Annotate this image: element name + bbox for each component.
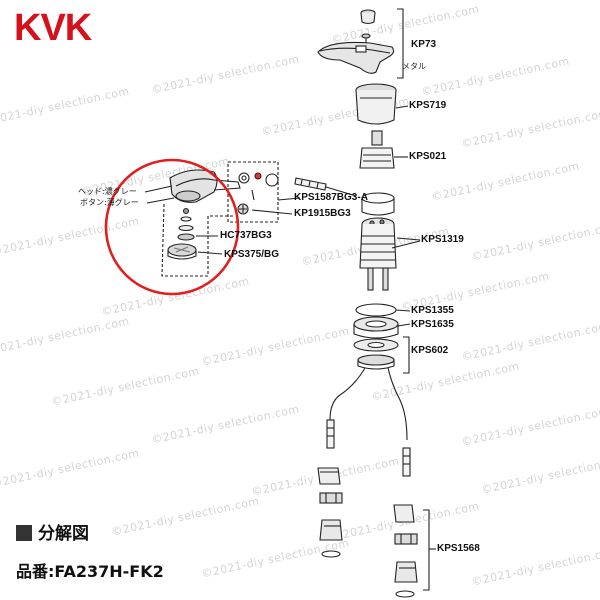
kps1587-leader bbox=[277, 197, 301, 201]
label-head-note: ヘッド:濃グレー bbox=[78, 187, 137, 196]
lever-handle-part bbox=[317, 41, 395, 74]
clip-left-part bbox=[317, 467, 341, 485]
label-button-note: ボタン:薄グレー bbox=[80, 198, 139, 207]
nut-right-part bbox=[394, 561, 418, 583]
hose-left bbox=[329, 367, 366, 421]
hose-end-right bbox=[402, 447, 411, 477]
label-kps021: KPS021 bbox=[409, 151, 447, 162]
kps1355-ring-part bbox=[355, 303, 397, 317]
hose-end-left bbox=[326, 419, 335, 449]
kps1587-ring-part bbox=[361, 192, 395, 216]
label-kp1915: KP1915BG3 bbox=[294, 208, 351, 219]
highlight-circle bbox=[104, 158, 240, 296]
kps602-bracket bbox=[403, 336, 410, 374]
product-number: 品番:FA237H-FK2 bbox=[16, 562, 164, 581]
label-kps1568: KPS1568 bbox=[437, 543, 480, 554]
label-hc737: HC737BG3 bbox=[220, 230, 272, 241]
label-kps375: KPS375/BG bbox=[224, 249, 280, 260]
label-kps1319: KPS1319 bbox=[421, 234, 464, 245]
kps602-part bbox=[353, 338, 399, 370]
label-metal-note: メタル bbox=[402, 62, 426, 71]
kp1915-leader bbox=[251, 209, 293, 215]
label-kps602: KPS602 bbox=[411, 345, 449, 356]
kps021-part bbox=[359, 130, 395, 169]
label-kp73: KP73 bbox=[411, 39, 437, 50]
nut-left-part bbox=[319, 519, 343, 541]
kp73-bracket bbox=[397, 8, 404, 79]
label-kps719: KPS719 bbox=[409, 100, 447, 111]
brand-logo: KVK bbox=[14, 7, 92, 49]
exploded-view-title: 分解図 bbox=[16, 524, 89, 544]
kp1915-parts bbox=[237, 172, 279, 215]
cap-part bbox=[360, 9, 376, 25]
kps375-screen-part bbox=[167, 243, 197, 260]
kps1635-part bbox=[353, 316, 399, 339]
washer-right-part bbox=[395, 590, 415, 598]
label-kps1635: KPS1635 bbox=[411, 319, 454, 330]
label-kps1587: KPS1587BG3-A bbox=[294, 192, 368, 203]
connector-right-part bbox=[394, 533, 418, 545]
clip-right-part bbox=[393, 504, 415, 523]
pin-part bbox=[294, 177, 327, 191]
label-kps1355: KPS1355 bbox=[411, 305, 454, 316]
kps719-part bbox=[355, 83, 397, 125]
square-bullet-icon bbox=[16, 525, 32, 541]
connector-left-part bbox=[319, 492, 343, 504]
washer-left-part bbox=[321, 550, 341, 558]
kps1319-part bbox=[359, 217, 397, 291]
spray-head-part bbox=[169, 169, 241, 203]
small-parts-stack bbox=[177, 207, 195, 241]
exploded-view-text: 分解図 bbox=[38, 524, 89, 544]
hose-right bbox=[387, 367, 408, 441]
kps1568-bracket bbox=[423, 509, 430, 591]
